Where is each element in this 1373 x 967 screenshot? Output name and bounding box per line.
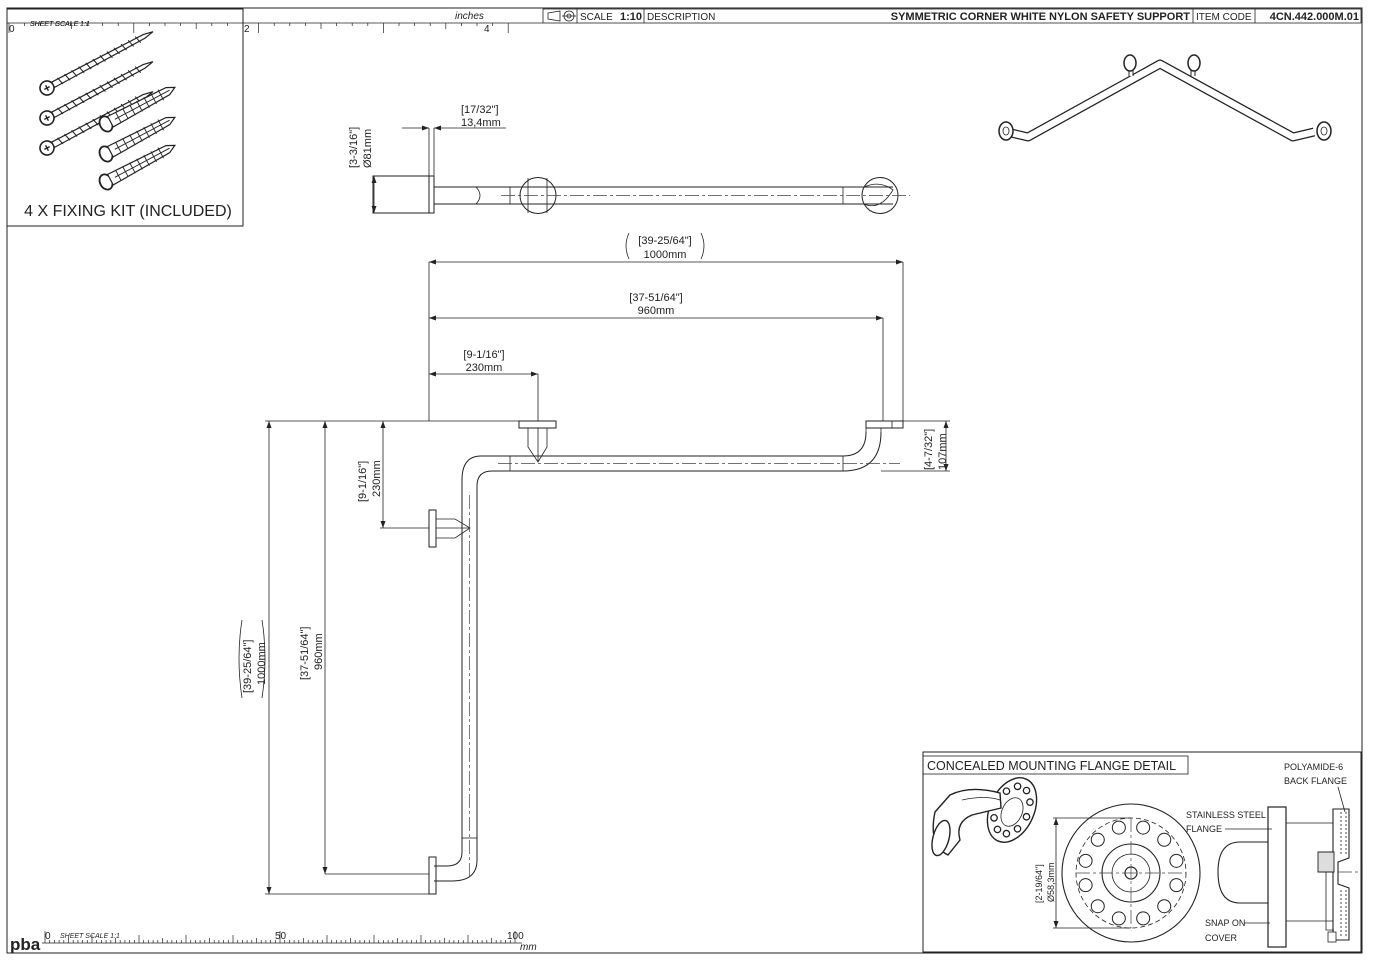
- flange-hole: [1013, 824, 1022, 833]
- flange-hole: [1026, 798, 1034, 807]
- kit-sheet-scale: SHEET SCALE 1:1: [30, 21, 90, 28]
- flange-offset-v-imperial: [9-1/16"]: [357, 461, 369, 502]
- overall-height-imperial: [39-25/64"]: [242, 640, 254, 693]
- screw-icon: [39, 61, 154, 126]
- flange-hole: [1111, 820, 1126, 835]
- flange-hole: [1002, 829, 1011, 838]
- item-code-label: ITEM CODE: [1196, 12, 1252, 23]
- flange-hole: [990, 813, 998, 822]
- flange-detail-title: CONCEALED MOUNTING FLANGE DETAIL: [927, 759, 1176, 773]
- flange-hole: [1157, 899, 1172, 914]
- bottom-ruler-tick-50: 50: [275, 931, 287, 942]
- flange-hole: [1136, 820, 1151, 835]
- fixing-kit-label: 4 X FIXING KIT (INCLUDED): [24, 203, 232, 220]
- bottom-ruler-sheet-scale: SHEET SCALE 1:1: [60, 933, 120, 940]
- snap-cover-label-line2: COVER: [1205, 933, 1238, 943]
- top-inch-ruler: 0 2 4 inches SHEET SCALE 1:1: [7, 11, 543, 35]
- screw-icon: [39, 31, 154, 96]
- flange-offset-h-imperial: [9-1/16"]: [463, 349, 504, 361]
- fixing-kit-panel: SHEET SCALE 1:1: [6, 8, 244, 227]
- flange-hole: [1022, 786, 1031, 795]
- flange-hole: [1090, 832, 1105, 847]
- inner-width-imperial: [37-51/64"]: [629, 292, 682, 304]
- top-ruler-tick-0: 0: [9, 24, 15, 35]
- flange-hole: [1078, 878, 1093, 893]
- flange-hole: [1078, 853, 1093, 868]
- flange-hole: [1090, 899, 1105, 914]
- cover-diameter-metric: Ø58,3mm: [1046, 862, 1056, 902]
- item-code: 4CN.442.000M.01: [1270, 11, 1359, 23]
- product-description: SYMMETRIC CORNER WHITE NYLON SAFETY SUPP…: [891, 11, 1191, 23]
- flange-offset-v-metric: 230mm: [371, 460, 383, 497]
- flange-hole: [1157, 832, 1172, 847]
- wall-plug-icon: [98, 86, 177, 133]
- dim-inner-width: [37-51/64"] 960mm: [429, 292, 884, 421]
- back-flange-label-line2: BACK FLANGE: [1284, 776, 1347, 786]
- dim-overall-width: [39-25/64"] 1000mm: [428, 232, 904, 421]
- isometric-thumbnail: [998, 54, 1332, 142]
- sheet-border: [6, 7, 1363, 954]
- steel-flange-label-line2: FLANGE: [1186, 824, 1222, 834]
- wall-plug-icon: [98, 116, 177, 163]
- scale-value: 1:10: [620, 11, 642, 23]
- flange-hole: [1022, 812, 1031, 821]
- dim-flange-offset-h: [9-1/16"] 230mm: [429, 349, 539, 421]
- flange-detail-panel: CONCEALED MOUNTING FLANGE DETAIL [: [922, 751, 1362, 953]
- flange-section-view: [1217, 806, 1362, 948]
- top-ruler-tick-2: 2: [244, 24, 250, 35]
- top-ruler-sheet-scale: SHEET SCALE 1:1: [30, 21, 90, 28]
- scale-label: SCALE: [580, 12, 613, 23]
- flange-hole: [1002, 787, 1011, 796]
- top-view-elevation: [17/32"] 13,4mm [3-3/16"] Ø81mm: [348, 104, 910, 214]
- flange-offset-h-metric: 230mm: [466, 362, 503, 374]
- overall-width-imperial: [39-25/64"]: [638, 235, 691, 247]
- inner-height-metric: 960mm: [313, 633, 325, 670]
- flange-hole: [1169, 853, 1184, 868]
- flange-hole: [1111, 911, 1126, 926]
- inner-height-imperial: [37-51/64"]: [299, 627, 311, 680]
- dim-inner-height: [37-51/64"] 960mm: [299, 421, 429, 875]
- flange-diameter-metric: Ø81mm: [362, 129, 374, 168]
- flange-elbow-iso: [931, 777, 1038, 857]
- overall-width-metric: 1000mm: [644, 249, 687, 261]
- flange-hole: [1169, 878, 1184, 893]
- wall-plug-icon: [98, 144, 177, 191]
- dim-projection: [4-7/32"] 107mm: [881, 420, 950, 472]
- top-ruler-units: inches: [455, 11, 484, 22]
- bottom-ruler-units: mm: [520, 942, 537, 953]
- inner-width-metric: 960mm: [638, 305, 675, 317]
- projection-imperial: [4-7/32"]: [923, 429, 935, 470]
- bottom-mm-ruler: 0 50 100 mm SHEET SCALE 1:1: [42, 931, 537, 953]
- front-view-l-bar: [428, 420, 904, 895]
- overall-height-metric: 1000mm: [256, 642, 268, 685]
- steel-flange-label-line1: STAINLESS STEEL: [1186, 810, 1266, 820]
- bottom-ruler-tick-0: 0: [45, 931, 51, 942]
- description-label: DESCRIPTION: [647, 12, 715, 23]
- title-block: SCALE 1:10 DESCRIPTION SYMMETRIC CORNER …: [542, 8, 1362, 24]
- bottom-ruler-tick-100: 100: [507, 931, 524, 942]
- dim-overall-height: [39-25/64"] 1000mm: [238, 420, 519, 895]
- flange-hole: [1136, 911, 1151, 926]
- flange-thickness-metric: 13,4mm: [461, 117, 501, 129]
- flange-front-view: [2-19/64"] Ø58,3mm: [1034, 803, 1201, 943]
- top-ruler-tick-4: 4: [484, 24, 490, 35]
- flange-diameter-imperial: [3-3/16"]: [348, 127, 360, 168]
- flange-hole: [993, 825, 1002, 834]
- projection-symbol-icon: [547, 10, 576, 22]
- flange-thickness-imperial: [17/32"]: [461, 104, 499, 116]
- dim-flange-offset-v: [9-1/16"] 230mm: [357, 421, 429, 529]
- back-flange-label-line1: POLYAMIDE-6: [1284, 762, 1343, 772]
- cover-diameter-imperial: [2-19/64"]: [1034, 864, 1044, 903]
- screw-icon: [39, 91, 154, 156]
- brand-logo: pba: [10, 935, 41, 954]
- projection-metric: 107mm: [937, 433, 949, 470]
- flange-hole: [1013, 782, 1022, 791]
- snap-cover-label-line1: SNAP ON: [1205, 918, 1245, 928]
